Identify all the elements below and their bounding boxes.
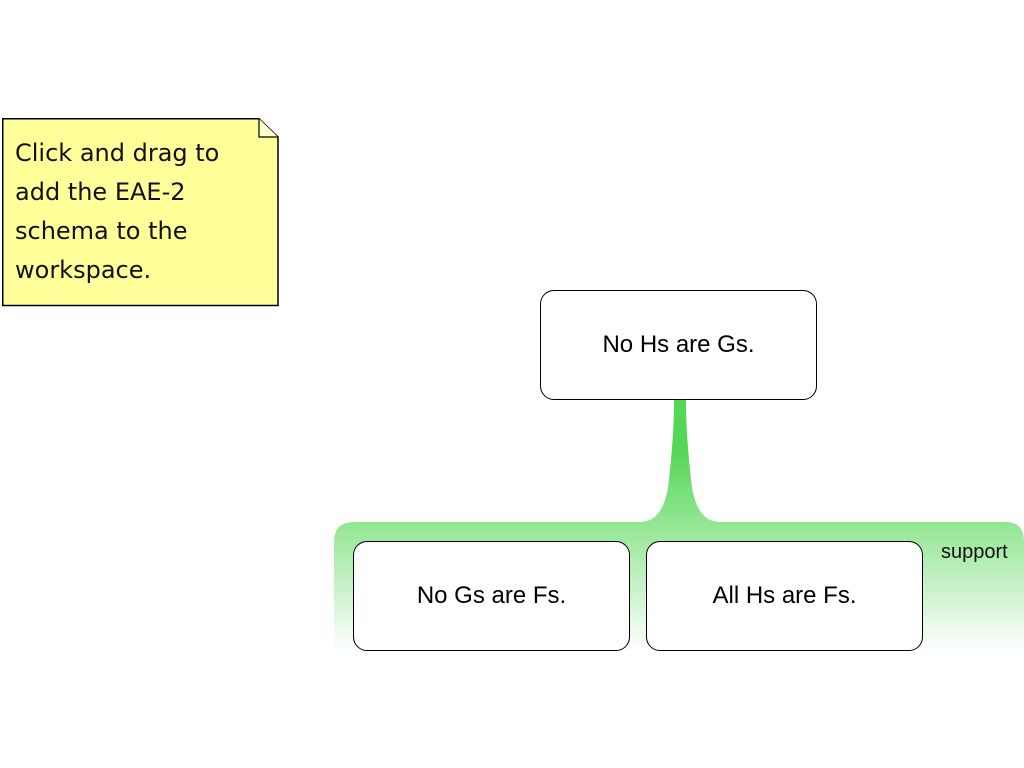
premise-text: All Hs are Fs. [712,582,857,609]
note-text: Click and drag to add the EAE-2 schema t… [15,139,220,284]
premise-text: No Gs are Fs. [416,582,567,609]
sticky-note-shape [2,118,279,307]
claim-box[interactable]: No Hs are Gs. [540,290,817,400]
instruction-sticky-note: Click and drag to add the EAE-2 schema t… [2,118,279,307]
support-label: support [941,541,1008,563]
premise-box[interactable]: No Gs are Fs. [353,541,630,651]
premise-box[interactable]: All Hs are Fs. [646,541,923,651]
claim-text: No Hs are Gs. [602,331,755,358]
